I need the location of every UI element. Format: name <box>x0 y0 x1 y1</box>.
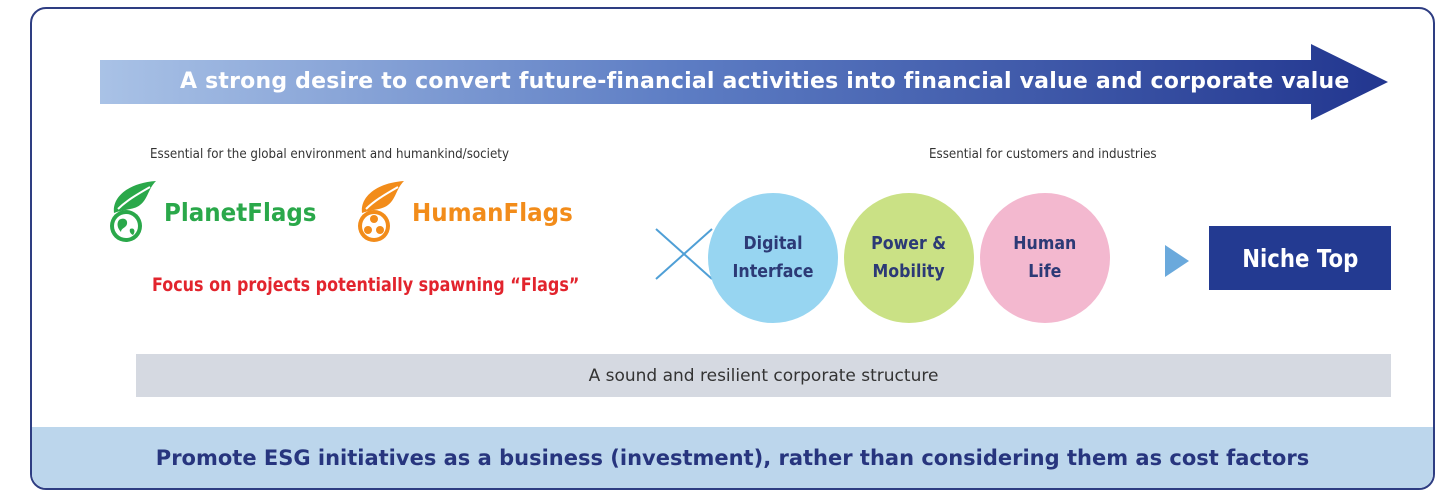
planet-flags-logo: PlanetFlags <box>104 179 330 245</box>
niche-top-box: Niche Top <box>1209 226 1391 290</box>
banner-arrow-shape <box>100 44 1388 120</box>
cross-icon <box>655 228 713 280</box>
planet-flags-label: PlanetFlags <box>164 197 317 227</box>
left-caption: Essential for the global environment and… <box>150 146 509 162</box>
circle-line2: Interface <box>732 261 814 282</box>
corporate-structure-bar: A sound and resilient corporate structur… <box>136 354 1391 397</box>
people-leaf-icon <box>358 181 404 242</box>
circle-line1: Power & <box>871 233 947 254</box>
circle-line1: Human <box>1013 233 1077 254</box>
focus-text: Focus on projects potentially spawning “… <box>152 274 580 296</box>
human-flags-label: HumanFlags <box>412 197 573 227</box>
globe-leaf-icon <box>110 181 156 242</box>
bottom-message-band: Promote ESG initiatives as a business (i… <box>32 427 1433 488</box>
human-flags-logo: HumanFlags <box>352 179 587 245</box>
bottom-message: Promote ESG initiatives as a business (i… <box>155 445 1310 470</box>
diagram-frame: A strong desire to convert future-financ… <box>30 7 1435 490</box>
circle-human-life: Human Life <box>980 193 1110 323</box>
niche-top-label: Niche Top <box>1241 243 1359 273</box>
triangle-arrow-icon <box>1165 245 1189 277</box>
corporate-structure-label: A sound and resilient corporate structur… <box>588 365 939 386</box>
circle-power-mobility: Power & Mobility <box>844 193 974 323</box>
banner-text: A strong desire to convert future-financ… <box>180 69 1350 94</box>
circle-digital-interface: Digital Interface <box>708 193 838 323</box>
circle-line2: Mobility <box>872 261 946 282</box>
circle-line2: Life <box>1028 261 1062 282</box>
desire-arrow-banner: A strong desire to convert future-financ… <box>100 44 1388 120</box>
right-caption: Essential for customers and industries <box>929 146 1157 162</box>
circle-line1: Digital <box>743 233 803 254</box>
